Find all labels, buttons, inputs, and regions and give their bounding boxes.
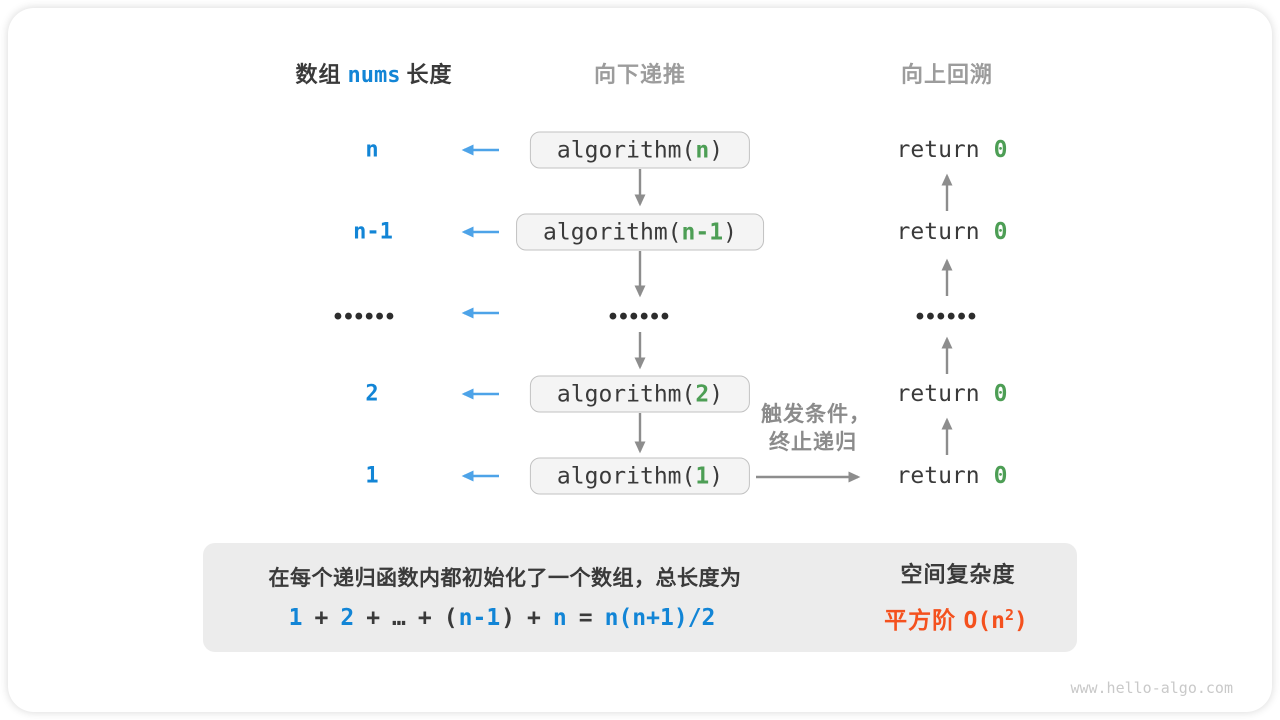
header-nums-code: nums bbox=[347, 63, 401, 88]
call-suffix: ) bbox=[709, 463, 724, 489]
return-keyword: return bbox=[896, 463, 980, 489]
watermark: www.hello-algo.com bbox=[1070, 679, 1233, 697]
call-box-2: algorithm(2) bbox=[529, 375, 751, 413]
trigger-condition-line2: 终止递归 bbox=[769, 431, 857, 454]
return-statement: return 0 bbox=[897, 463, 1008, 489]
call-box-1: algorithm(1) bbox=[529, 457, 751, 495]
return-statement: return 0 bbox=[897, 381, 1008, 407]
formula-token: n(n+1)/2 bbox=[604, 605, 716, 631]
trigger-condition-line1: 触发条件， bbox=[761, 403, 871, 426]
formula-token: + bbox=[366, 605, 381, 631]
formula-token: … bbox=[392, 605, 406, 631]
call-param: 2 bbox=[695, 381, 710, 407]
formula-token: 1 bbox=[288, 605, 303, 631]
summary-panel bbox=[203, 543, 1077, 652]
complexity-exponent: 2 bbox=[1005, 606, 1015, 624]
return-keyword: return bbox=[896, 381, 980, 407]
ellipsis-length: •••••• bbox=[333, 303, 397, 330]
complexity-big-o: O(n2) bbox=[963, 606, 1028, 634]
return-keyword: return bbox=[896, 137, 980, 163]
formula-token: n-1 bbox=[458, 605, 501, 631]
call-box-n: algorithm(n) bbox=[529, 131, 751, 169]
call-param: n bbox=[695, 137, 710, 163]
call-suffix: ) bbox=[709, 381, 724, 407]
length-label-n: n bbox=[365, 137, 379, 163]
return-statement: return 0 bbox=[897, 137, 1008, 163]
call-suffix: ) bbox=[723, 219, 737, 245]
call-prefix: algorithm( bbox=[556, 137, 696, 163]
call-prefix: algorithm( bbox=[556, 463, 696, 489]
formula-token: + bbox=[314, 605, 329, 631]
formula-token: = bbox=[578, 605, 593, 631]
formula-token: + bbox=[527, 605, 541, 631]
header-array-suffix: 长度 bbox=[406, 62, 453, 87]
header-recurse-down: 向下递推 bbox=[593, 62, 687, 87]
ellipsis-calls: •••••• bbox=[608, 303, 672, 330]
formula-token: n bbox=[552, 605, 567, 631]
space-complexity-title: 空间复杂度 bbox=[900, 562, 1016, 587]
return-value: 0 bbox=[993, 137, 1008, 163]
call-param: 1 bbox=[695, 463, 710, 489]
length-label-n-1: n-1 bbox=[353, 219, 393, 245]
return-value: 0 bbox=[993, 463, 1008, 489]
length-label-2: 2 bbox=[365, 381, 379, 407]
call-param: n-1 bbox=[681, 219, 724, 245]
ellipsis-returns: •••••• bbox=[915, 303, 979, 330]
call-prefix: algorithm( bbox=[556, 381, 696, 407]
space-complexity-value: 平方阶 O(n2) bbox=[884, 601, 1028, 635]
header-array-prefix: 数组 bbox=[295, 62, 342, 87]
length-label-1: 1 bbox=[365, 463, 379, 489]
call-prefix: algorithm( bbox=[543, 219, 682, 245]
return-value: 0 bbox=[993, 219, 1008, 245]
formula-token: 2 bbox=[340, 605, 355, 631]
call-box-n-1: algorithm(n-1) bbox=[516, 213, 764, 251]
formula-token: ) bbox=[501, 605, 516, 631]
total-length-formula: 1 +2 + … + (n-1) + n = n(n+1)/2 bbox=[283, 605, 722, 631]
formula-token: + bbox=[417, 605, 432, 631]
formula-token: ( bbox=[443, 605, 458, 631]
return-value: 0 bbox=[993, 381, 1008, 407]
header-backtrack-up: 向上回溯 bbox=[900, 62, 994, 87]
panel-description: 在每个递归函数内都初始化了一个数组，总长度为 bbox=[268, 567, 742, 590]
return-keyword: return bbox=[896, 219, 980, 245]
complexity-order-label: 平方阶 bbox=[884, 607, 957, 633]
call-suffix: ) bbox=[709, 137, 724, 163]
return-statement: return 0 bbox=[897, 219, 1008, 245]
